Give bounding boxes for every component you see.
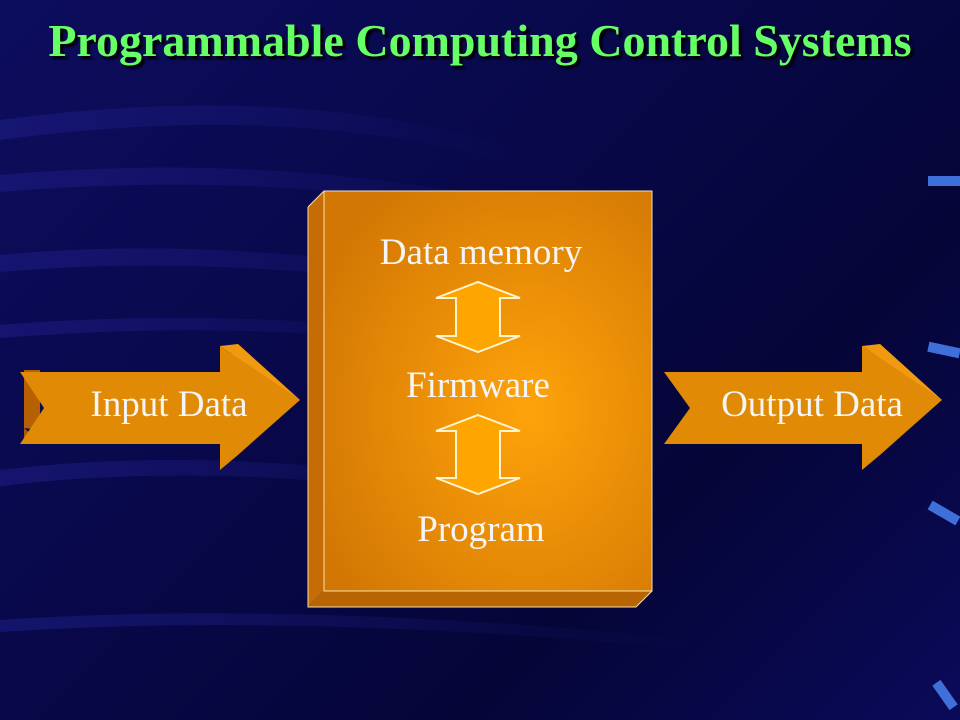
input-arrow <box>20 344 300 470</box>
box-line-program: Program <box>417 509 545 550</box>
box-line-data-memory: Data memory <box>380 232 583 273</box>
box-line-firmware: Firmware <box>406 365 550 406</box>
box-left-side <box>308 191 324 607</box>
central-box <box>307 190 653 608</box>
memory-firmware-arrow <box>435 280 521 354</box>
slide-title: Programmable Computing Control Systems <box>48 15 912 66</box>
accent-dash <box>927 341 960 359</box>
box-face <box>323 190 653 592</box>
box-bottom-side <box>308 591 652 607</box>
input-data-label: Input Data <box>90 384 247 425</box>
output-arrow <box>664 344 942 470</box>
accent-dash <box>927 500 960 526</box>
firmware-program-arrow <box>435 413 521 496</box>
accent-dash <box>928 176 960 186</box>
accent-dash <box>932 679 958 711</box>
output-data-label: Output Data <box>721 384 903 425</box>
